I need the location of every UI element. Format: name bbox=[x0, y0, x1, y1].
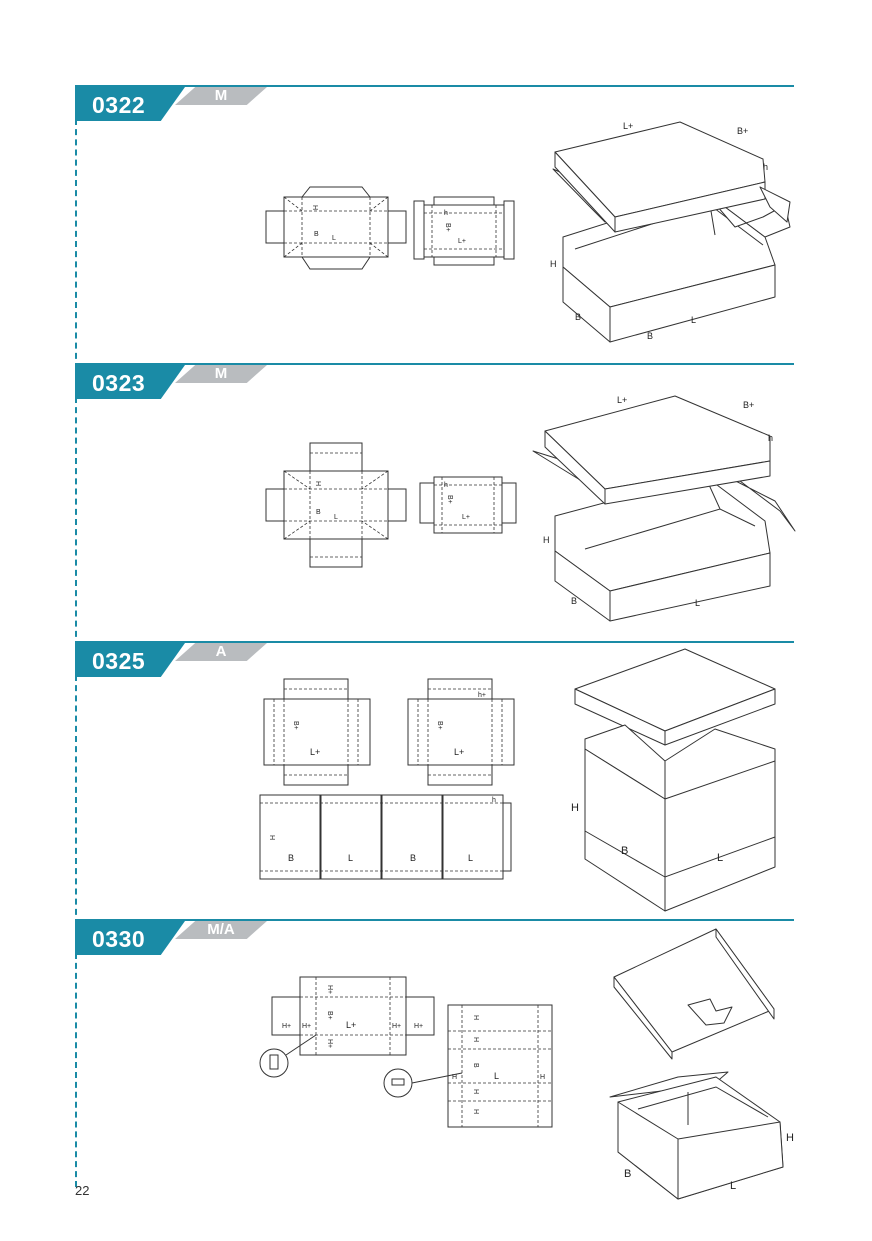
section-divider bbox=[75, 85, 794, 87]
section-0323: 0323 M H B L h B+ L+ L+ B+ h H B bbox=[0, 363, 872, 647]
dim-label-L: L bbox=[334, 514, 338, 521]
box-3d-illustration: H B L bbox=[609, 928, 794, 1200]
section-divider bbox=[75, 641, 794, 643]
grade-tab bbox=[175, 87, 267, 105]
section-0330: 0330 M/A H+ B+ L+ H+ H+ H+ H+ H+ H H B L… bbox=[0, 919, 872, 1200]
dim-label-B-plus: B+ bbox=[743, 400, 754, 410]
dim-label-H: H bbox=[472, 1109, 479, 1114]
flat-layout-lid: H+ B+ L+ H+ H+ H+ H+ H+ bbox=[259, 976, 435, 1078]
flat-layout-base: H B L bbox=[265, 442, 407, 568]
dim-label-B: B bbox=[314, 231, 319, 238]
dim-label-H: H bbox=[571, 802, 579, 814]
fefco-code: 0322 bbox=[92, 92, 146, 118]
flat-layout-lid-1: B+ L+ bbox=[263, 678, 371, 786]
dim-label-H: H bbox=[786, 1132, 794, 1144]
flat-layout-lid: h B+ L+ bbox=[413, 196, 515, 266]
dim-label-B-plus: B+ bbox=[436, 721, 443, 730]
dim-label-B-plus: B+ bbox=[292, 721, 299, 730]
flat-layout-lid: h B+ L+ bbox=[419, 476, 517, 534]
dim-label-H: H bbox=[543, 535, 550, 545]
dim-label-h: h bbox=[492, 797, 496, 804]
dim-label-H-plus: H+ bbox=[326, 1039, 333, 1048]
grade-tab bbox=[175, 365, 267, 383]
dim-label-B-plus: B+ bbox=[446, 495, 453, 504]
dim-label-B: B bbox=[571, 596, 577, 606]
dim-label-h: h bbox=[763, 162, 768, 172]
grade-label: A bbox=[215, 643, 227, 660]
dim-label-H: H bbox=[540, 1074, 545, 1081]
section-0325: 0325 A B+ L+ h+ B+ L+ H B L B L h bbox=[0, 641, 872, 925]
dim-label-L: L bbox=[494, 1071, 499, 1081]
dim-label-H-plus: H+ bbox=[326, 985, 333, 994]
dim-label-B: B bbox=[410, 853, 416, 863]
dim-label-B-plus: B+ bbox=[737, 126, 748, 136]
dim-label-B: B bbox=[647, 331, 653, 341]
dim-label-H-plus: H+ bbox=[282, 1023, 291, 1030]
dim-label-H: H bbox=[314, 481, 321, 486]
dim-label-h: h bbox=[444, 482, 448, 489]
dim-label-L-plus: L+ bbox=[346, 1020, 356, 1030]
box-3d-illustration: L+ B+ h H B B L bbox=[550, 121, 791, 343]
fefco-code: 0325 bbox=[92, 648, 146, 674]
flat-layout-lid-2: h+ B+ L+ bbox=[407, 678, 515, 786]
dim-label-h: h bbox=[444, 210, 448, 217]
dim-label-H: H bbox=[452, 1074, 457, 1081]
fefco-code: 0323 bbox=[92, 370, 146, 396]
dim-label-L-plus: L+ bbox=[310, 747, 320, 757]
dim-label-L-plus: L+ bbox=[462, 514, 470, 521]
flat-layout-sleeve: H B L B L h bbox=[259, 794, 512, 880]
dim-label-L: L bbox=[332, 235, 336, 242]
flat-layout-base: H B L bbox=[265, 186, 407, 270]
flat-layout-base: H H B L H H H H bbox=[383, 1004, 553, 1128]
grade-tab bbox=[175, 643, 267, 661]
grade-label: M bbox=[214, 365, 228, 382]
dim-label-H: H bbox=[268, 835, 275, 840]
dim-label-L: L bbox=[468, 853, 473, 863]
dim-label-H: H bbox=[311, 205, 318, 210]
section-divider bbox=[75, 363, 794, 365]
section-dashed-margin bbox=[75, 397, 77, 647]
grade-tab bbox=[175, 921, 267, 939]
dim-label-H: H bbox=[472, 1037, 479, 1042]
dim-label-h: h bbox=[768, 433, 773, 443]
dim-label-h-plus: h+ bbox=[478, 692, 486, 699]
dim-label-H: H bbox=[550, 259, 557, 269]
box-3d-illustration: H B L bbox=[571, 648, 776, 912]
section-0322: 0322 M H B L h B+ L+ L+ bbox=[0, 85, 872, 369]
dim-label-L: L bbox=[730, 1180, 736, 1192]
page-number: 22 bbox=[75, 1183, 90, 1198]
dim-label-L-plus: L+ bbox=[454, 747, 464, 757]
grade-label: M bbox=[214, 87, 228, 104]
dim-label-B: B bbox=[621, 845, 628, 857]
dim-label-L: L bbox=[717, 852, 723, 864]
dim-label-B-plus: B+ bbox=[444, 223, 451, 232]
dim-label-L-plus: L+ bbox=[623, 121, 633, 131]
dim-label-H: H bbox=[472, 1015, 479, 1020]
dim-label-B: B bbox=[472, 1063, 479, 1068]
box-3d-illustration: L+ B+ h H B L bbox=[532, 395, 796, 622]
dim-label-B: B bbox=[316, 509, 321, 516]
dim-label-L: L bbox=[691, 315, 696, 325]
dim-label-B: B bbox=[575, 312, 581, 322]
grade-label: M/A bbox=[207, 921, 235, 938]
section-dashed-margin bbox=[75, 675, 77, 925]
section-divider bbox=[75, 919, 794, 921]
fefco-code: 0330 bbox=[92, 926, 146, 952]
dim-label-B: B bbox=[624, 1168, 631, 1180]
dim-label-H-plus: H+ bbox=[392, 1023, 401, 1030]
dim-label-H-plus: H+ bbox=[414, 1023, 423, 1030]
dim-label-H: H bbox=[472, 1089, 479, 1094]
dim-label-H-plus: H+ bbox=[302, 1023, 311, 1030]
section-dashed-margin bbox=[75, 119, 77, 369]
dim-label-L: L bbox=[695, 598, 700, 608]
dim-label-B: B bbox=[288, 853, 294, 863]
dim-label-L-plus: L+ bbox=[617, 395, 627, 405]
dim-label-L: L bbox=[348, 853, 353, 863]
dim-label-L-plus: L+ bbox=[458, 238, 466, 245]
section-dashed-margin bbox=[75, 953, 77, 1187]
dim-label-B-plus: B+ bbox=[326, 1011, 333, 1020]
